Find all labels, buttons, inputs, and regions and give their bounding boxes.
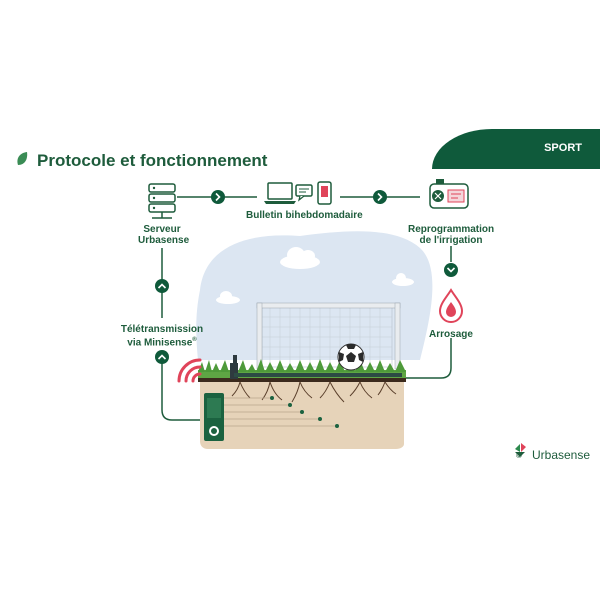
server-label: Serveur Urbasense [138,224,190,246]
soccer-ball-icon [337,343,365,371]
cloud-icon [280,247,320,269]
laptop-icon [264,182,296,204]
roots [231,381,397,403]
cloud-icon [216,291,240,304]
controller-icon [429,179,469,209]
grass-blades [198,359,406,372]
soil-top-layer [198,378,406,382]
urbasense-logo-icon [515,443,526,457]
watering-label: Arrosage [429,329,473,340]
arrow-right-icon [211,190,225,204]
transmission-label: Télétransmission via Minisense® [120,324,204,349]
copyright-symbol: © [516,451,522,460]
server-icon [148,183,176,219]
signal-icon [177,358,202,383]
bulletin-label: Bulletin bihebdomadaire [246,210,363,221]
irrigation-pipe [234,373,402,377]
sensor-probe-lines [224,397,337,427]
sensor-icon [204,393,224,441]
brand-name: Urbasense [532,448,591,462]
sprinkler-icon [230,363,238,379]
cloud-icon [392,273,414,286]
phone-icon [317,181,332,205]
arrow-up-icon [155,350,169,364]
water-drop-icon [438,288,464,323]
arrow-up-icon [155,279,169,293]
soil-block [200,380,404,449]
sport-tag: SPORT [544,142,582,154]
sky-background [196,231,433,360]
goal-icon [256,302,401,370]
sport-tab: SPORT [432,129,600,169]
arrow-down-icon [444,263,458,277]
chat-icon [295,184,313,202]
page-title: Protocole et fonctionnement [37,151,268,170]
reprog-label: Reprogrammation de l'irrigation [408,224,495,246]
sensor-probe-points [270,396,339,428]
arrow-right-icon [373,190,387,204]
leaf-icon [17,152,28,165]
